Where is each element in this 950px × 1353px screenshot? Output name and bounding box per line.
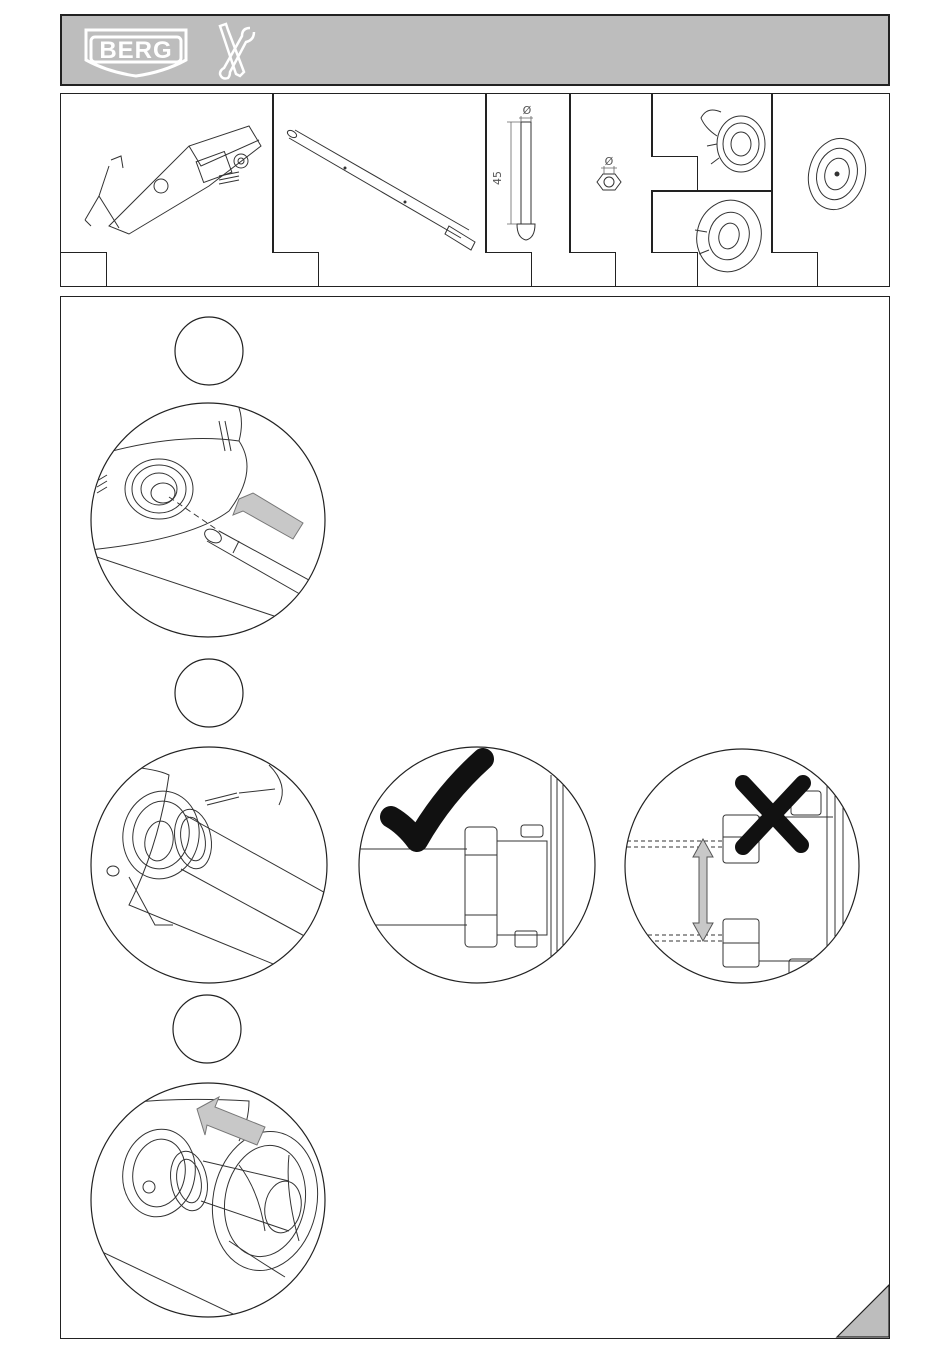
berg-logo: BERG <box>84 26 188 78</box>
part-label-hub-cap <box>771 252 818 286</box>
bolt-length-label: 45 <box>491 171 504 185</box>
part-label-frame <box>61 252 107 286</box>
bearing-housing-drawing <box>681 98 773 188</box>
step-3-badge <box>171 993 243 1065</box>
brand-name: BERG <box>99 37 172 64</box>
screwdriver-wrench-icon <box>212 22 258 82</box>
step-1-illustration <box>89 401 327 639</box>
step-2-illustration <box>89 745 329 985</box>
correct-position-detail <box>357 745 597 985</box>
step-3-illustration <box>89 1081 327 1319</box>
page-corner-tab <box>837 1285 889 1337</box>
flange-cap-drawing <box>685 192 769 286</box>
parts-overview: Ø 45 Ø <box>60 93 890 287</box>
frame-drawing <box>69 116 269 246</box>
hub-cap-drawing <box>797 134 877 224</box>
step-1-badge <box>173 315 245 387</box>
bolt-drawing: Ø 45 <box>487 102 567 252</box>
axle-drawing <box>285 128 480 258</box>
nut-drawing: Ø <box>571 154 649 214</box>
bolt-diameter-symbol: Ø <box>523 104 532 117</box>
page-header: BERG <box>60 14 890 86</box>
assembly-instructions <box>60 296 890 1339</box>
nut-diameter-symbol: Ø <box>605 155 614 168</box>
part-label-nut <box>569 252 616 286</box>
wrong-position-detail <box>623 747 861 985</box>
step-2-badge <box>173 657 245 729</box>
part-label-bolt <box>485 252 532 286</box>
